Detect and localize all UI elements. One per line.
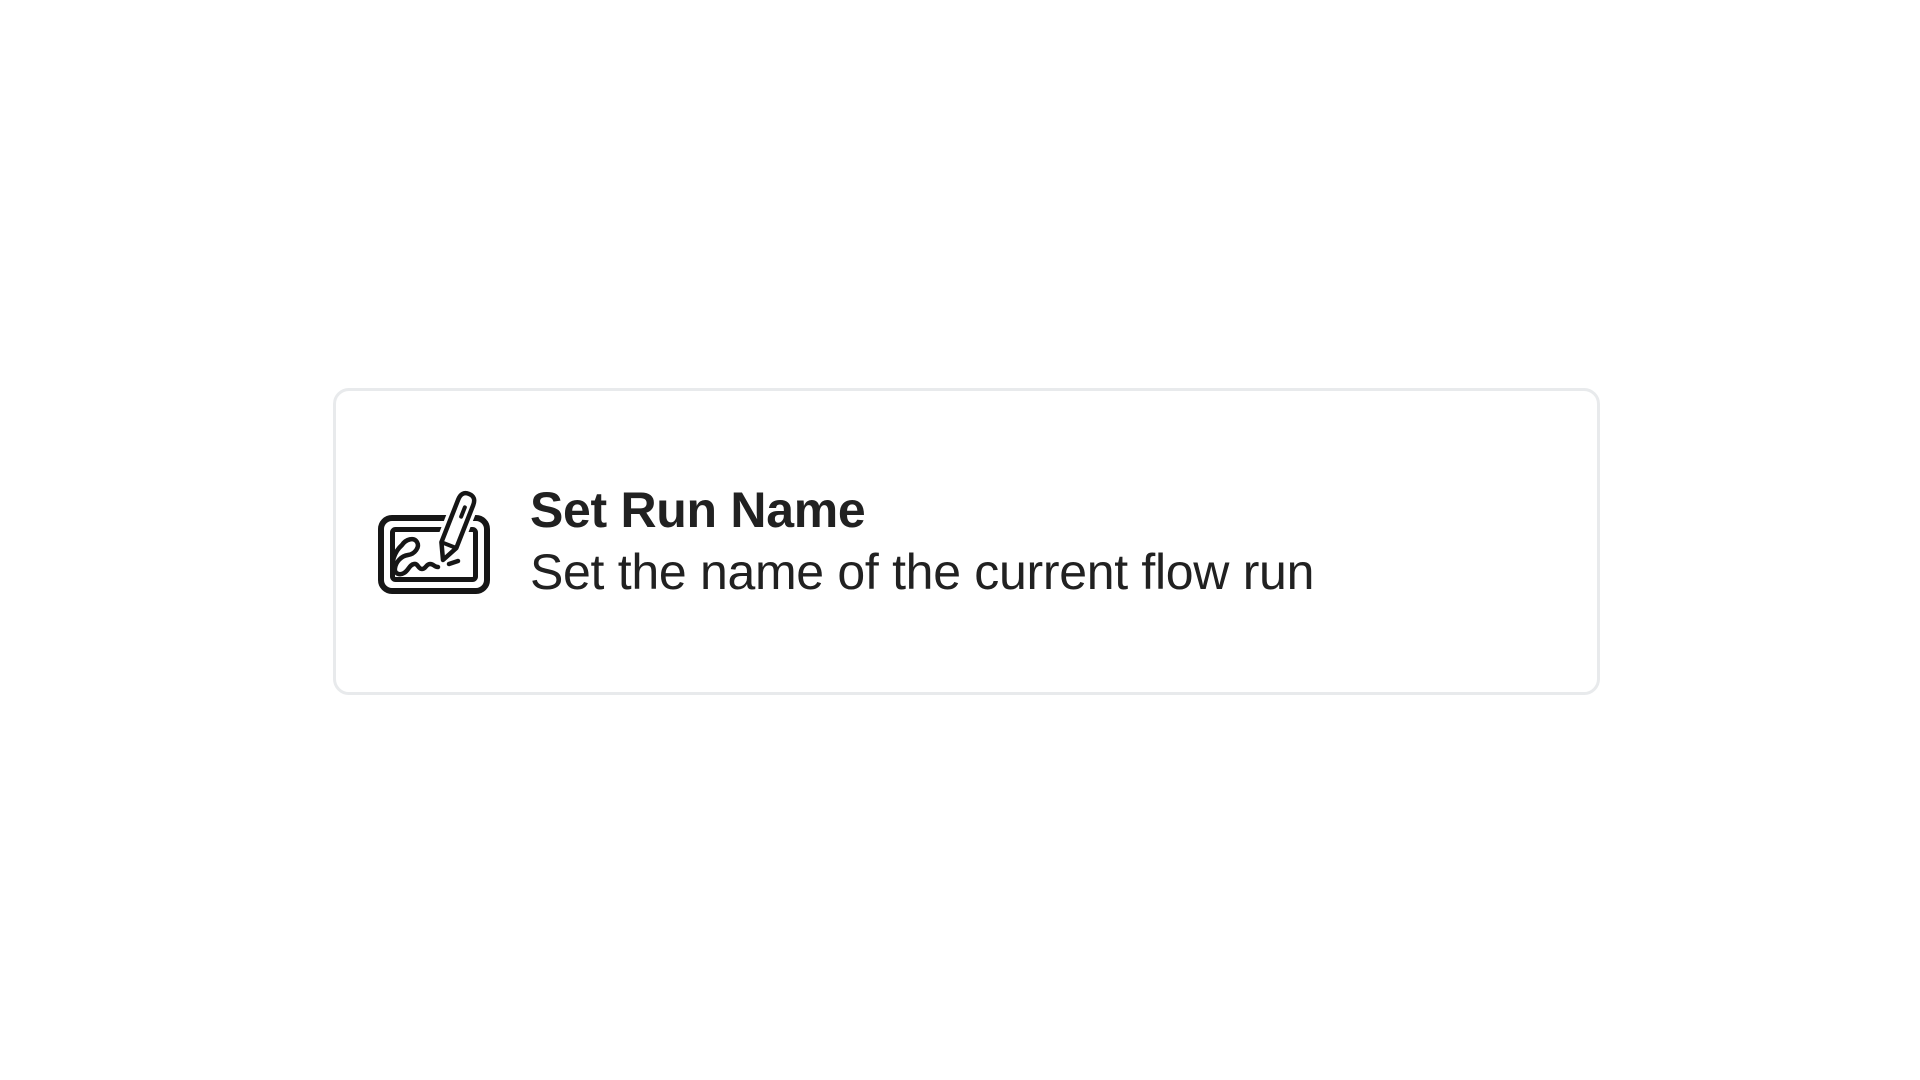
action-card-subtitle: Set the name of the current flow run [530, 544, 1315, 600]
action-card[interactable]: Set Run Name Set the name of the current… [333, 388, 1600, 695]
action-card-text: Set Run Name Set the name of the current… [530, 479, 1314, 603]
signature-pen-icon [376, 483, 492, 599]
action-card-title: Set Run Name [530, 482, 866, 538]
